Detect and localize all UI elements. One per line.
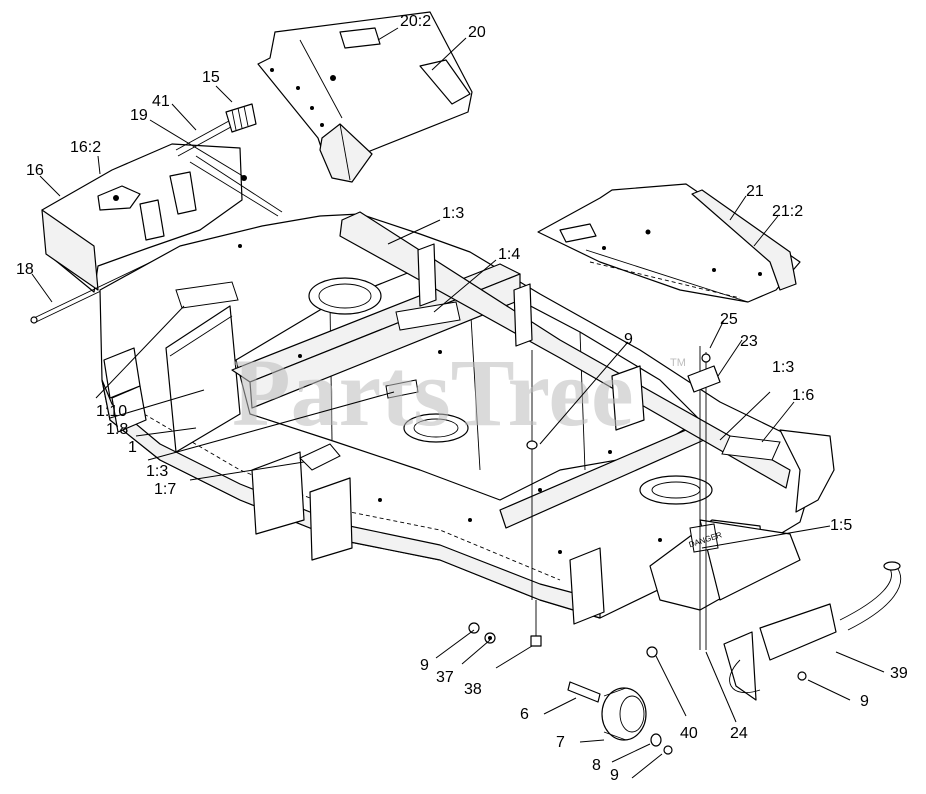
mower-deck-1: DANGER	[99, 211, 835, 625]
callout-16: 16	[26, 162, 44, 179]
callout-9-top: 9	[624, 331, 633, 348]
callout-1-5: 1:5	[830, 517, 852, 534]
callout-1-4: 1:4	[498, 246, 520, 263]
gauge-wheel-7	[567, 681, 673, 755]
callout-41: 41	[152, 93, 170, 110]
callout-40: 40	[680, 725, 698, 742]
callout-16-2: 16:2	[70, 139, 101, 156]
callout-24: 24	[730, 725, 748, 742]
callout-1-3-right: 1:3	[772, 359, 794, 376]
callout-7: 7	[556, 734, 565, 751]
callout-6: 6	[520, 706, 529, 723]
callout-9-right: 9	[860, 693, 869, 710]
callout-23: 23	[740, 333, 758, 350]
callout-1-7: 1:7	[154, 481, 176, 498]
callout-8: 8	[592, 757, 601, 774]
callout-25: 25	[720, 311, 738, 328]
callout-38: 38	[464, 681, 482, 698]
watermark-trademark: TM	[670, 357, 686, 369]
callout-1-6: 1:6	[792, 387, 814, 404]
deck-cover-21	[537, 183, 801, 303]
callout-1-3-top: 1:3	[442, 205, 464, 222]
watermark-text: PartsTree	[232, 339, 634, 446]
callout-9-left: 9	[420, 657, 429, 674]
belt-cover-16	[41, 143, 243, 293]
bumper-39	[723, 561, 901, 701]
callout-1-10: 1:10	[96, 403, 127, 420]
deck-cover-20	[257, 11, 473, 183]
callout-1-8: 1:8	[106, 421, 128, 438]
partstree-watermark: PartsTree TM	[232, 339, 686, 446]
callout-20: 20	[468, 24, 486, 41]
callout-1-3-left: 1:3	[146, 463, 168, 480]
callout-labels: 20:2 20 15 41 19 16:2 16 18 1:3 1:4 21 2…	[16, 13, 908, 784]
callout-18: 18	[16, 261, 34, 278]
rod-41-and-spring-15	[175, 103, 283, 217]
callout-20-2: 20:2	[400, 13, 431, 30]
callout-9-bottom: 9	[610, 767, 619, 784]
callout-21: 21	[746, 183, 764, 200]
callout-1: 1	[128, 439, 137, 456]
fasteners	[468, 346, 721, 658]
callout-19: 19	[130, 107, 148, 124]
leader-lines	[31, 27, 885, 779]
callout-37: 37	[436, 669, 454, 686]
callout-15: 15	[202, 69, 220, 86]
callout-39: 39	[890, 665, 908, 682]
callout-21-2: 21:2	[772, 203, 803, 220]
